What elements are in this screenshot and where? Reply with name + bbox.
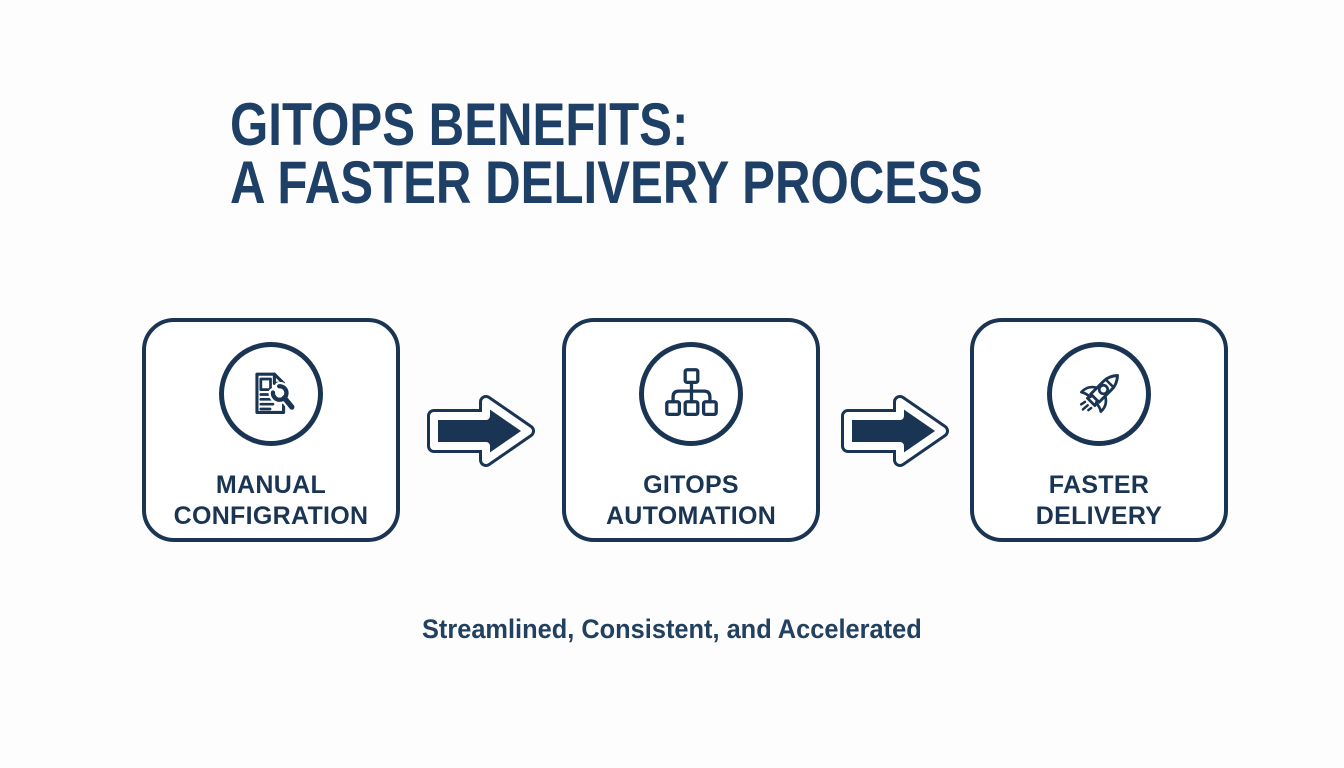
icon-circle — [219, 342, 323, 446]
step-card-manual-configration: MANUAL CONFIGRATION — [142, 318, 400, 542]
step-label-line2: CONFIGRATION — [173, 502, 369, 530]
icon-circle — [1047, 342, 1151, 446]
step-label-line1: FASTER — [1048, 471, 1150, 499]
page-title-line1: GITOPS BENEFITS: — [230, 91, 689, 158]
document-wrench-icon — [240, 363, 302, 425]
step-label-line2: AUTOMATION — [605, 502, 777, 530]
hierarchy-icon — [660, 363, 722, 425]
tagline: Streamlined, Consistent, and Accelerated — [0, 610, 1344, 648]
page-title: GITOPS BENEFITS: A FASTER DELIVERY PROCE… — [230, 91, 1148, 216]
step-label: MANUAL CONFIGRATION — [174, 470, 369, 532]
step-label: GITOPS AUTOMATION — [606, 470, 776, 532]
arrow-right-icon — [426, 391, 536, 471]
step-card-gitops-automation: GITOPS AUTOMATION — [562, 318, 820, 542]
page-title-line2: A FASTER DELIVERY PROCESS — [230, 149, 983, 216]
tagline-text: Streamlined, Consistent, and Accelerated — [422, 614, 922, 644]
step-label-line2: DELIVERY — [1035, 502, 1163, 530]
rocket-icon — [1068, 363, 1130, 425]
icon-circle — [639, 342, 743, 446]
step-card-faster-delivery: FASTER DELIVERY — [970, 318, 1228, 542]
step-label: FASTER DELIVERY — [1036, 470, 1163, 532]
arrow-right-icon — [840, 391, 950, 471]
step-label-line1: MANUAL — [215, 471, 327, 499]
step-label-line1: GITOPS — [643, 471, 739, 499]
